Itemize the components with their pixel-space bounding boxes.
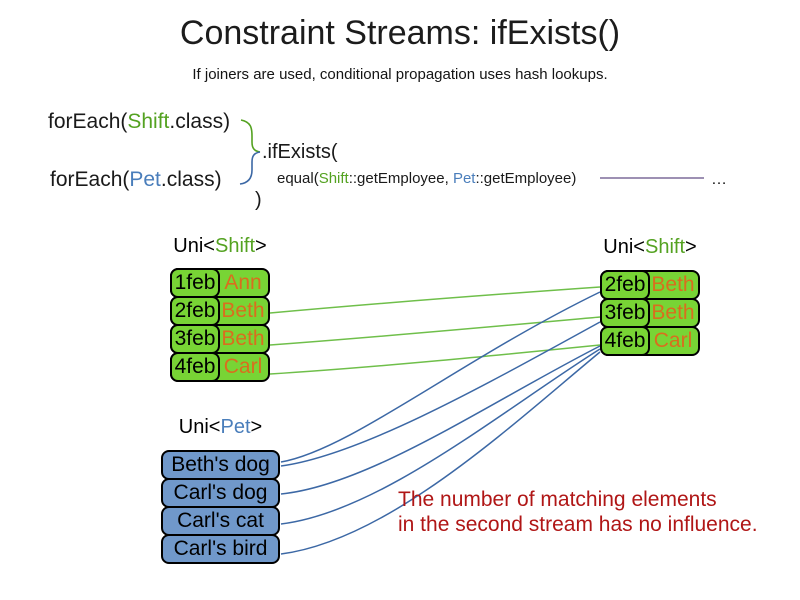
- left-shift-table: 1feb Ann 2feb Beth 3feb Beth 4feb Carl: [170, 268, 270, 382]
- page-title: Constraint Streams: ifExists(): [179, 14, 621, 52]
- pet-class-token: Pet: [129, 168, 161, 191]
- blue-connector-bethsdog-3feb: [280, 321, 601, 467]
- shift-class-token: Shift: [214, 235, 256, 257]
- shift-row: 3feb Beth: [170, 324, 270, 354]
- shift-class-token: Shift: [318, 170, 349, 187]
- code-text: .class): [160, 168, 222, 191]
- code-text: ::getEmployee,: [348, 170, 453, 187]
- label-text: Uni<: [603, 236, 645, 258]
- blue-connector-bethsdog-2feb: [280, 291, 601, 463]
- label-text: Uni<: [178, 416, 221, 438]
- shift-class-token: Shift: [127, 110, 170, 133]
- left-shift-table-label: Uni<Shift>: [170, 235, 270, 258]
- pet-row: Carl's dog: [161, 478, 280, 508]
- label-text: >: [250, 416, 263, 438]
- shift-employee-cell: Carl: [653, 329, 693, 352]
- blue-connector-carlscat-4feb: [280, 348, 601, 525]
- shift-row: 4feb Carl: [600, 326, 700, 356]
- blue-connector-carlsbird-4feb: [280, 351, 601, 555]
- shift-date-cell: 2feb: [600, 270, 650, 300]
- code-text: equal(: [277, 170, 319, 187]
- influence-note-line1: The number of matching elements: [398, 488, 717, 511]
- right-shift-table: 2feb Beth 3feb Beth 4feb Carl: [600, 270, 700, 356]
- shift-employee-cell: Beth: [651, 301, 695, 324]
- shift-row: 2feb Beth: [170, 296, 270, 326]
- code-ellipsis: …: [711, 171, 729, 188]
- green-connector-4feb: [269, 344, 601, 375]
- code-text: ::getEmployee): [475, 170, 577, 187]
- shift-date-cell: 4feb: [600, 326, 650, 356]
- shift-employee-cell: Beth: [651, 273, 695, 296]
- shift-row: 4feb Carl: [170, 352, 270, 382]
- shift-employee-cell: Beth: [221, 299, 265, 322]
- shift-date-cell: 3feb: [600, 298, 650, 328]
- label-text: >: [255, 235, 267, 257]
- shift-employee-cell: Ann: [224, 271, 262, 294]
- label-text: >: [685, 236, 697, 258]
- brace-connector-top-icon: [240, 119, 261, 153]
- shift-date-cell: 3feb: [170, 324, 220, 354]
- shift-date-cell: 2feb: [170, 296, 220, 326]
- code-foreach-pet: forEach(Pet.class): [50, 168, 222, 192]
- code-close-paren: ): [255, 189, 262, 211]
- pet-row: Carl's bird: [161, 534, 280, 564]
- shift-row: 3feb Beth: [600, 298, 700, 328]
- pet-row: Carl's cat: [161, 506, 280, 536]
- brace-connector-bottom-icon: [239, 151, 261, 185]
- right-shift-table-label: Uni<Shift>: [600, 236, 700, 259]
- page-subtitle: If joiners are used, conditional propaga…: [192, 66, 608, 83]
- label-text: Uni<: [173, 235, 215, 257]
- pet-table-label: Uni<Pet>: [161, 416, 280, 439]
- shift-row: 1feb Ann: [170, 268, 270, 298]
- green-connector-2feb: [269, 286, 601, 314]
- code-text: .class): [169, 110, 231, 133]
- influence-note-line2: in the second stream has no influence.: [398, 513, 758, 537]
- shift-date-cell: 4feb: [170, 352, 220, 382]
- shift-row: 2feb Beth: [600, 270, 700, 300]
- pet-row: Beth's dog: [161, 450, 280, 480]
- shift-class-token: Shift: [644, 236, 686, 258]
- shift-employee-cell: Carl: [223, 355, 263, 378]
- pet-table: Beth's dog Carl's dog Carl's cat Carl's …: [161, 450, 280, 564]
- green-connector-3feb: [269, 316, 601, 346]
- pet-class-token: Pet: [452, 170, 476, 187]
- blue-connector-carlsdog-4feb: [280, 345, 601, 495]
- shift-date-cell: 1feb: [170, 268, 220, 298]
- pet-class-token: Pet: [220, 416, 251, 438]
- code-text: forEach(: [48, 110, 128, 133]
- code-equal-joiner: equal(Shift::getEmployee, Pet::getEmploy…: [277, 170, 576, 187]
- code-foreach-shift: forEach(Shift.class): [48, 110, 230, 134]
- influence-note: The number of matching elements in the s…: [398, 487, 758, 537]
- code-text: forEach(: [50, 168, 130, 191]
- shift-employee-cell: Beth: [221, 327, 265, 350]
- code-ifexists: .ifExists(: [262, 141, 338, 163]
